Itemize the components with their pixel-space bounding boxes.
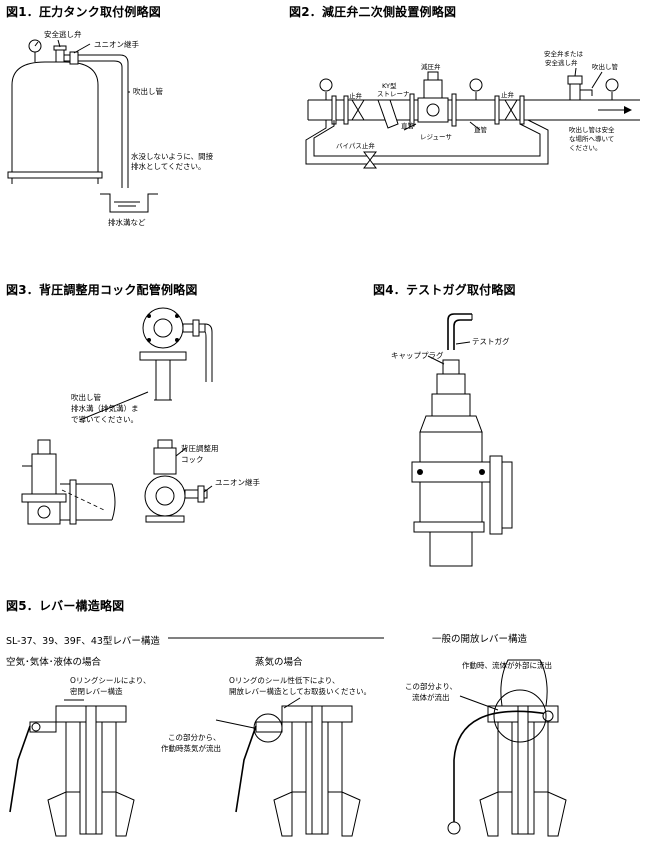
fig2-reducer-label: レジューサ — [420, 133, 452, 141]
fig2-discharge-label: 吹出し管 — [592, 63, 618, 71]
fig2-title: 図2．減圧弁二次側設置例略図 — [289, 5, 457, 19]
fig5-steam-header: 蒸気の場合 — [255, 657, 303, 668]
fig3-cock-line1: 背圧調整用 — [181, 444, 219, 453]
fig3-note-line1: 吹出し管 — [71, 393, 101, 402]
fig2-strainer-line2: ストレーナ — [377, 90, 410, 98]
fig1-safety-valve-label: 安全逃し弁 — [44, 30, 82, 39]
fig3-note-line3: で導いてください。 — [71, 415, 139, 424]
fig5-air-note-line2: 密閉レバー構造 — [70, 687, 123, 696]
fig3-drawing — [21, 307, 213, 525]
fig1-title: 図1．圧力タンク取付例略図 — [6, 5, 161, 19]
fig2-stop-valve-left: 止弁 — [349, 92, 362, 100]
fig5-general-note: 作動時、流体が外部に流出 — [462, 661, 552, 670]
fig4-cap-plug-label: キャッププラグ — [391, 351, 444, 360]
fig1-drawing — [7, 39, 158, 213]
fig3-union-label: ユニオン継手 — [215, 478, 260, 487]
fig1-discharge-label: 吹出し管 — [133, 87, 163, 96]
fig2-safety-line2: 安全逃し弁 — [545, 59, 578, 67]
fig2-bypass-label: バイパス止弁 — [336, 142, 375, 150]
fig2-straight-left: 直管 — [401, 122, 414, 130]
fig2-note-line3: ください。 — [569, 144, 602, 152]
fig5-general-header: 一般の開放レバー構造 — [432, 634, 528, 645]
fig4-title: 図4．テストガグ取付略図 — [373, 283, 516, 297]
fig1-drain-label: 排水溝など — [108, 218, 146, 227]
fig2-stop-valve-right: 止弁 — [501, 91, 514, 99]
fig2-prv-label: 減圧弁 — [421, 63, 441, 71]
fig5-steam-note-line2: 開放レバー構造としてお取扱いください。 — [229, 687, 372, 696]
fig2-note-line1: 吹出し管は安全 — [569, 126, 615, 134]
fig2-straight-right: 直管 — [474, 126, 487, 134]
fig4-drawing — [411, 313, 513, 567]
fig1-note-line1: 水没しないように、間接 — [131, 152, 214, 161]
fig1-note-line2: 排水としてください。 — [131, 162, 206, 171]
fig3-cock-line2: コック — [181, 455, 204, 464]
fig5-drawing — [9, 637, 567, 837]
fig3-note-line2: 排水溝（排気溝）ま — [71, 404, 139, 413]
fig5-steam-note-line1: Oリングのシール性低下により、 — [229, 676, 340, 685]
fig4-test-gag-label: テストガグ — [472, 337, 510, 346]
fig5-general-part-line2: 流体が流出 — [412, 693, 450, 702]
fig2-strainer-line1: KY型 — [382, 82, 397, 90]
fig5-series-header: SL-37、39、39F、43型レバー構造 — [6, 636, 160, 647]
fig5-air-note-line1: Oリングシールにより、 — [70, 676, 151, 685]
fig1-union-label: ユニオン継手 — [94, 40, 139, 49]
fig2-safety-line1: 安全弁または — [544, 50, 583, 58]
fig5-title: 図5．レバー構造略図 — [6, 599, 125, 613]
fig5-air-header: 空気･気体･液体の場合 — [6, 657, 102, 668]
fig3-title: 図3．背圧調整用コック配管例略図 — [6, 283, 198, 297]
fig2-drawing — [305, 67, 640, 169]
fig5-steam-part-line2: 作動時蒸気が流出 — [161, 744, 221, 753]
fig5-general-part-line1: この部分より、 — [405, 682, 458, 691]
fig5-steam-part-line1: この部分から、 — [168, 733, 221, 742]
fig2-note-line2: な場所へ導いて — [569, 135, 615, 143]
